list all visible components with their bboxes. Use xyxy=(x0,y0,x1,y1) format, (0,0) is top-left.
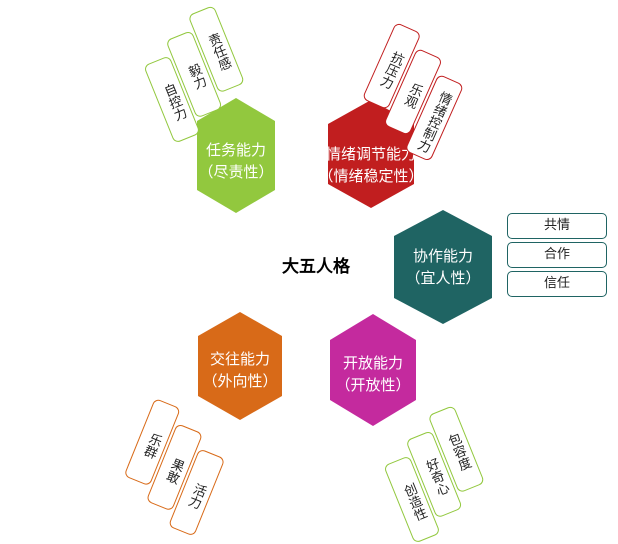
center-title: 大五人格 xyxy=(282,257,350,277)
trait-cooperation-1: 共情 xyxy=(507,213,607,239)
hexagon-cooperation-subtitle: （宜人性） xyxy=(405,269,481,287)
hexagon-emotion-subtitle: （情绪稳定性） xyxy=(318,167,424,185)
hexagon-openness-label: 开放能力 （开放性） xyxy=(308,352,438,396)
hexagon-openness xyxy=(330,314,416,426)
hexagon-cooperation xyxy=(394,210,492,324)
trait-cooperation-3: 信任 xyxy=(507,271,607,297)
hexagon-task-label: 任务能力 （尽责性） xyxy=(171,139,301,183)
hexagon-social-title: 交往能力 xyxy=(209,350,270,368)
hexagon-task-title: 任务能力 xyxy=(205,141,266,159)
trait-cooperation-2: 合作 xyxy=(507,242,607,268)
hexagon-task xyxy=(197,98,275,213)
hexagon-task-subtitle: （尽责性） xyxy=(198,163,274,181)
hexagon-openness-subtitle: （开放性） xyxy=(335,376,411,394)
hexagon-emotion-label: 情绪调节能力 （情绪稳定性） xyxy=(306,143,436,187)
hexagon-cooperation-label: 协作能力 （宜人性） xyxy=(378,245,508,289)
hexagon-openness-title: 开放能力 xyxy=(342,354,403,372)
hexagon-social-subtitle: （外向性） xyxy=(202,372,278,390)
hexagon-social-label: 交往能力 （外向性） xyxy=(175,348,305,392)
hexagon-social xyxy=(198,312,282,420)
hexagon-cooperation-title: 协作能力 xyxy=(412,247,473,265)
big-five-diagram: 任务能力 （尽责性） 情绪调节能力 （情绪稳定性） 协作能力 （宜人性） 开放能… xyxy=(123,5,607,544)
hexagon-emotion-title: 情绪调节能力 xyxy=(325,145,416,163)
